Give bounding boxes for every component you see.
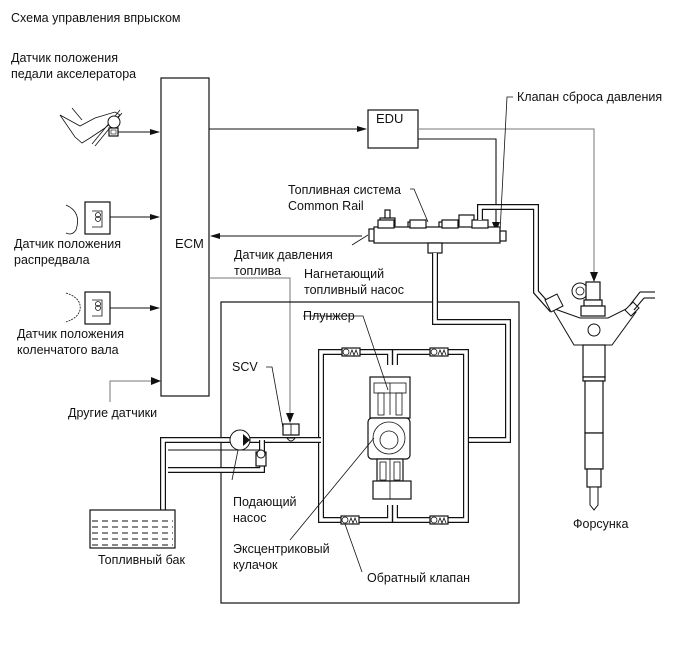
other-sensors-label: Другие датчики [68,406,158,420]
crank-sensor-icon [65,291,111,325]
common-rail [368,209,507,254]
crank-sensor-label: Датчик положения коленчатого вала [17,327,124,357]
common-rail-label: Топливная система Common Rail [288,183,401,213]
supply-pump-housing [220,301,520,604]
check-valve-label: Обратный клапан [367,571,471,585]
ecm-block [160,77,210,397]
scv-leader [266,366,284,429]
eccentric-cam-label: Эксцентриковый кулачок [233,542,330,572]
plunger-cam-assembly [367,376,412,500]
cam-sensor-icon [65,201,111,235]
scv-label: SCV [232,360,258,374]
feed-pump-leader [231,449,239,481]
check-valve-icon [340,515,360,525]
edu-label: EDU [376,111,404,126]
pressure-sensor-leader [351,234,369,246]
low-pressure-line [160,437,321,540]
rail-to-injector-pipe [477,204,555,312]
rail-to-pump-pipe [432,253,511,443]
accel-pedal-sensor-icon [59,107,123,147]
injector-label: Форсунка [573,517,629,531]
fuel-pressure-sensor-label: Датчик давления топлива [234,248,333,278]
regulating-valve-icon [255,449,267,467]
diagram-title: Схема управления впрыском [11,11,181,25]
supply-pump-label: Нагнетающий топливный насос [304,267,405,297]
fuel-tank-icon [89,509,176,549]
ecm-to-scv-signal [209,277,291,420]
accel-sensor-label: Датчик положения педали акселератора [11,51,137,81]
common-rail-leader [410,188,429,223]
feed-pump-icon [229,429,251,451]
plunger-label: Плунжер [303,309,355,323]
relief-valve-label: Клапан сброса давления [517,90,663,104]
check-valve-icon [429,515,449,525]
injector-icon [544,281,655,511]
edu-to-injector-signal [418,128,595,280]
eccentric-cam-leader [289,437,375,541]
scv-icon [282,423,300,442]
edu-block [367,109,419,149]
other-sensors-signal [109,380,159,402]
fuel-tank-label: Топливный бак [98,553,185,567]
plunger-leader [303,315,389,391]
edu-to-relief-valve-signal [418,138,497,228]
cam-sensor-label: Датчик положения распредвала [14,237,121,267]
check-valve-icon [429,347,449,357]
feed-pump-label: Подающий насос [233,495,297,525]
check-valve-leader [344,523,363,573]
relief-valve-leader [499,96,513,233]
check-valve-icon [341,347,361,357]
ecm-label: ECM [175,236,204,251]
